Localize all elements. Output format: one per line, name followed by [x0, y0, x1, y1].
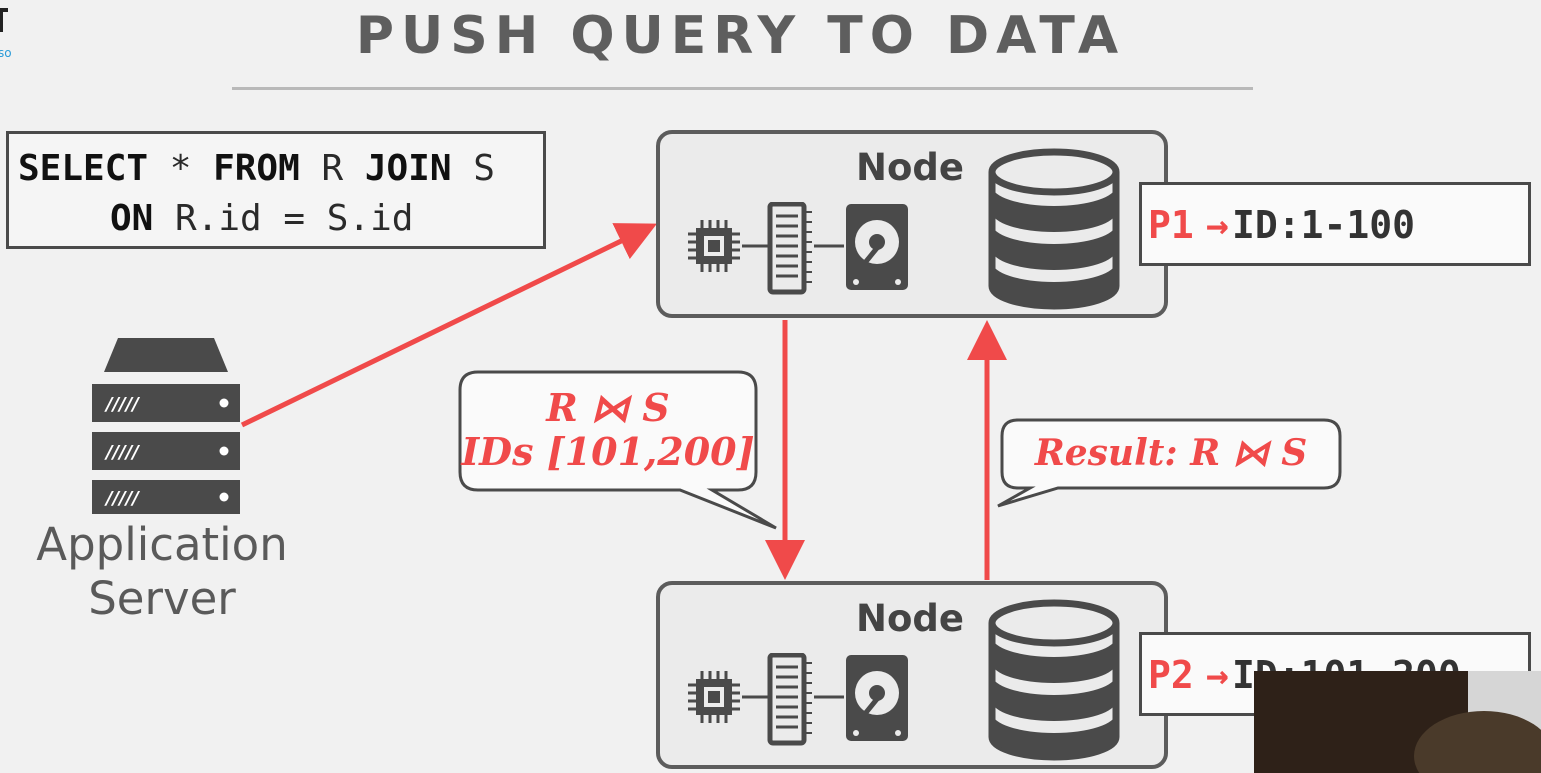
request-line-1: R ⋈ S [546, 385, 670, 430]
sql-keyword: FROM [213, 148, 300, 189]
server-slot-text: ///// [104, 488, 140, 509]
server-icon: ///// ///// ///// [92, 338, 240, 514]
hard-drive-icon [846, 204, 908, 290]
sql-keyword: SELECT [18, 148, 149, 189]
sql-keyword: JOIN [364, 148, 452, 189]
sql-query-box: SELECT * FROM R JOIN S ON R.id = S.id [6, 131, 546, 249]
database-icon [988, 148, 1120, 310]
sql-keyword: ON [110, 198, 154, 239]
cpu-icon [688, 220, 740, 272]
memory-icon [767, 202, 812, 295]
hard-drive-icon [846, 655, 908, 741]
node-label: Node [856, 146, 964, 189]
sql-text: R [299, 148, 365, 189]
partition-label-p1: P1 → ID:1-100 [1139, 182, 1531, 266]
request-speech-bubble [458, 370, 777, 530]
result-bubble-text: Result: R ⋈ S [1034, 432, 1308, 474]
sql-line-2: ON R.id = S.id [110, 198, 413, 239]
presenter-webcam [1254, 671, 1541, 773]
sql-line-1: SELECT * FROM R JOIN S [18, 148, 495, 189]
server-slot-text: ///// [104, 394, 140, 415]
app-server-label: Application Server [36, 518, 288, 625]
request-line-2: IDs [101,200] [461, 429, 755, 474]
cpu-icon [688, 671, 740, 723]
request-bubble-text: R ⋈ S IDs [101,200] [460, 386, 756, 474]
node-2: Node [656, 581, 1168, 769]
node-hardware-icons [688, 653, 908, 746]
sql-text: * [148, 148, 214, 189]
server-slot-text: ///// [104, 442, 140, 463]
result-speech-bubble [997, 418, 1342, 508]
sql-text: S [451, 148, 495, 189]
node-hardware-icons [688, 202, 908, 295]
title-divider [232, 87, 1253, 90]
slide-title: PUSH QUERY TO DATA [355, 6, 1126, 66]
database-icon [988, 599, 1120, 761]
sql-text: R.id = S.id [153, 198, 414, 239]
logo-icon: so [0, 6, 20, 64]
node-label: Node [856, 597, 964, 640]
memory-icon [767, 653, 812, 746]
node-1: Node [656, 130, 1168, 318]
arrow-server-to-node1 [240, 223, 657, 428]
